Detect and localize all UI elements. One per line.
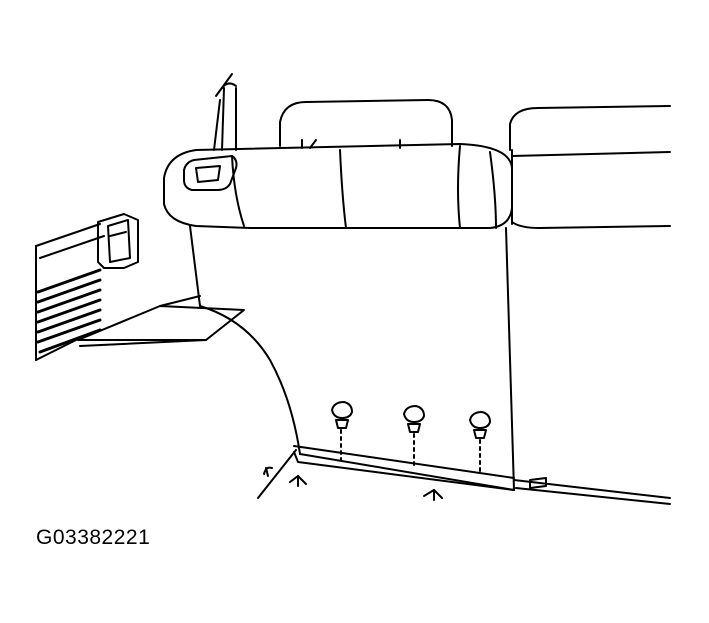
seat-post (213, 73, 237, 151)
right-seat-cushion (509, 105, 671, 229)
screw-icon (403, 405, 425, 469)
floor-clip-icon (263, 466, 547, 501)
clip-icon (97, 213, 139, 269)
rear-seat-cushion (163, 143, 513, 229)
screw-icon (331, 401, 353, 461)
screw-icon (469, 411, 491, 473)
trim-side-panel (189, 225, 515, 491)
floor-edge (257, 449, 671, 505)
armrest-panel (77, 295, 245, 347)
figure-caption: G03382221 (36, 526, 151, 549)
door-panel (35, 223, 105, 361)
headrest-icon (279, 99, 453, 149)
